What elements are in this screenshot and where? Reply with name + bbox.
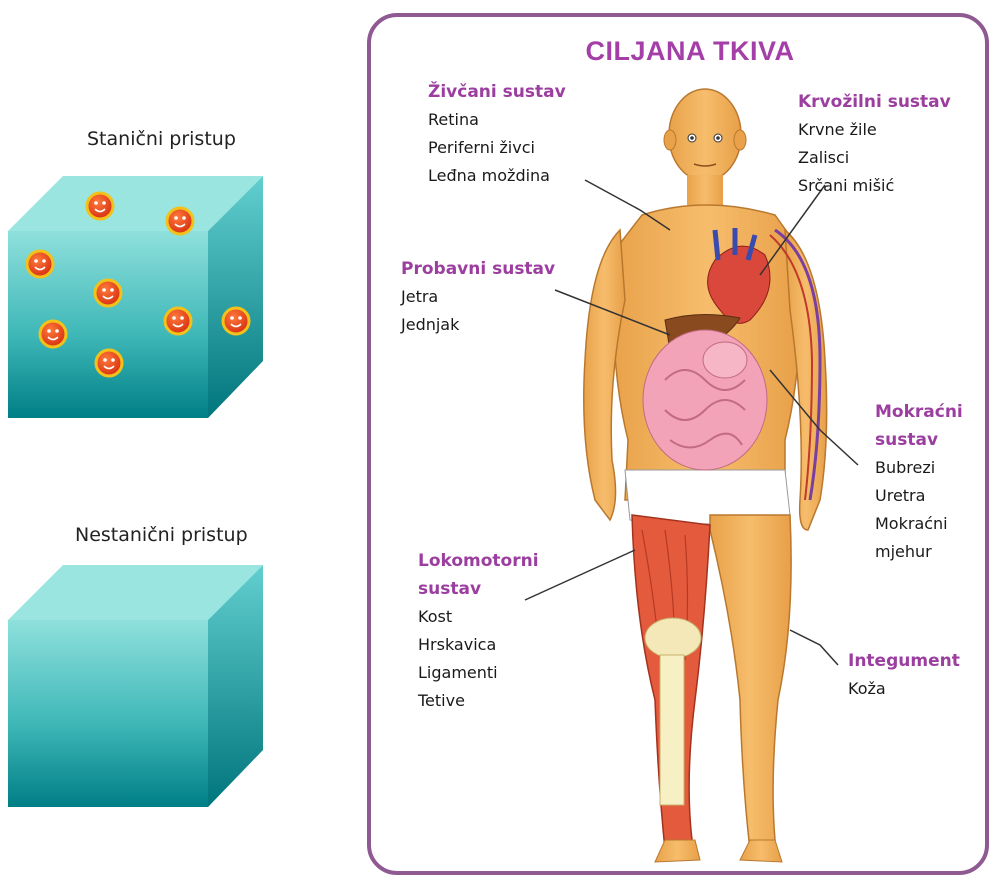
acellular-approach-caption: Nestanični pristup <box>75 524 248 546</box>
digestive-system-heading: Probavni sustav <box>401 255 555 283</box>
body-silhouette <box>584 89 827 862</box>
group-urinary-system: Mokraćni sustav Bubrezi Uretra Mokraćni … <box>875 398 963 566</box>
cellular-approach-caption: Stanični pristup <box>87 128 236 150</box>
urinary-item: Bubrezi <box>875 454 963 482</box>
nervous-item: Leđna moždina <box>428 162 566 190</box>
group-nervous-system: Živčani sustav Retina Periferni živci Le… <box>428 78 566 190</box>
circulatory-item: Srčani mišić <box>798 172 951 200</box>
group-locomotor-system: Lokomotorni sustav Kost Hrskavica Ligame… <box>418 547 539 715</box>
locomotor-system-heading: sustav <box>418 575 539 603</box>
locomotor-item: Hrskavica <box>418 631 539 659</box>
group-integument: Integument Koža <box>848 647 960 703</box>
urinary-item: Uretra <box>875 482 963 510</box>
cube-front-face <box>8 620 208 807</box>
left-leg <box>710 515 791 850</box>
leader-locomotor <box>525 550 635 600</box>
urinary-system-heading: Mokraćni <box>875 398 963 426</box>
nervous-item: Retina <box>428 106 566 134</box>
head <box>669 89 741 181</box>
nervous-system-heading: Živčani sustav <box>428 78 566 106</box>
acellular-scaffold-cube <box>8 565 268 810</box>
group-circulatory-system: Krvožilni sustav Krvne žile Zalisci Srča… <box>798 88 951 200</box>
group-digestive-system: Probavni sustav Jetra Jednjak <box>401 255 555 339</box>
digestive-item: Jetra <box>401 283 555 311</box>
locomotor-item: Ligamenti <box>418 659 539 687</box>
integument-item: Koža <box>848 675 960 703</box>
cellular-scaffold-cube <box>8 176 268 421</box>
locomotor-system-heading: Lokomotorni <box>418 547 539 575</box>
circulatory-item: Zalisci <box>798 144 951 172</box>
intestines <box>643 330 767 470</box>
circulatory-system-heading: Krvožilni sustav <box>798 88 951 116</box>
circulatory-item: Krvne žile <box>798 116 951 144</box>
knee-bone <box>645 618 701 658</box>
digestive-item: Jednjak <box>401 311 555 339</box>
leader-integument <box>790 630 838 665</box>
urinary-item: Mokraćni <box>875 510 963 538</box>
urinary-system-heading: sustav <box>875 426 963 454</box>
integument-heading: Integument <box>848 647 960 675</box>
urinary-item: mjehur <box>875 538 963 566</box>
locomotor-item: Tetive <box>418 687 539 715</box>
nervous-item: Periferni živci <box>428 134 566 162</box>
locomotor-item: Kost <box>418 603 539 631</box>
